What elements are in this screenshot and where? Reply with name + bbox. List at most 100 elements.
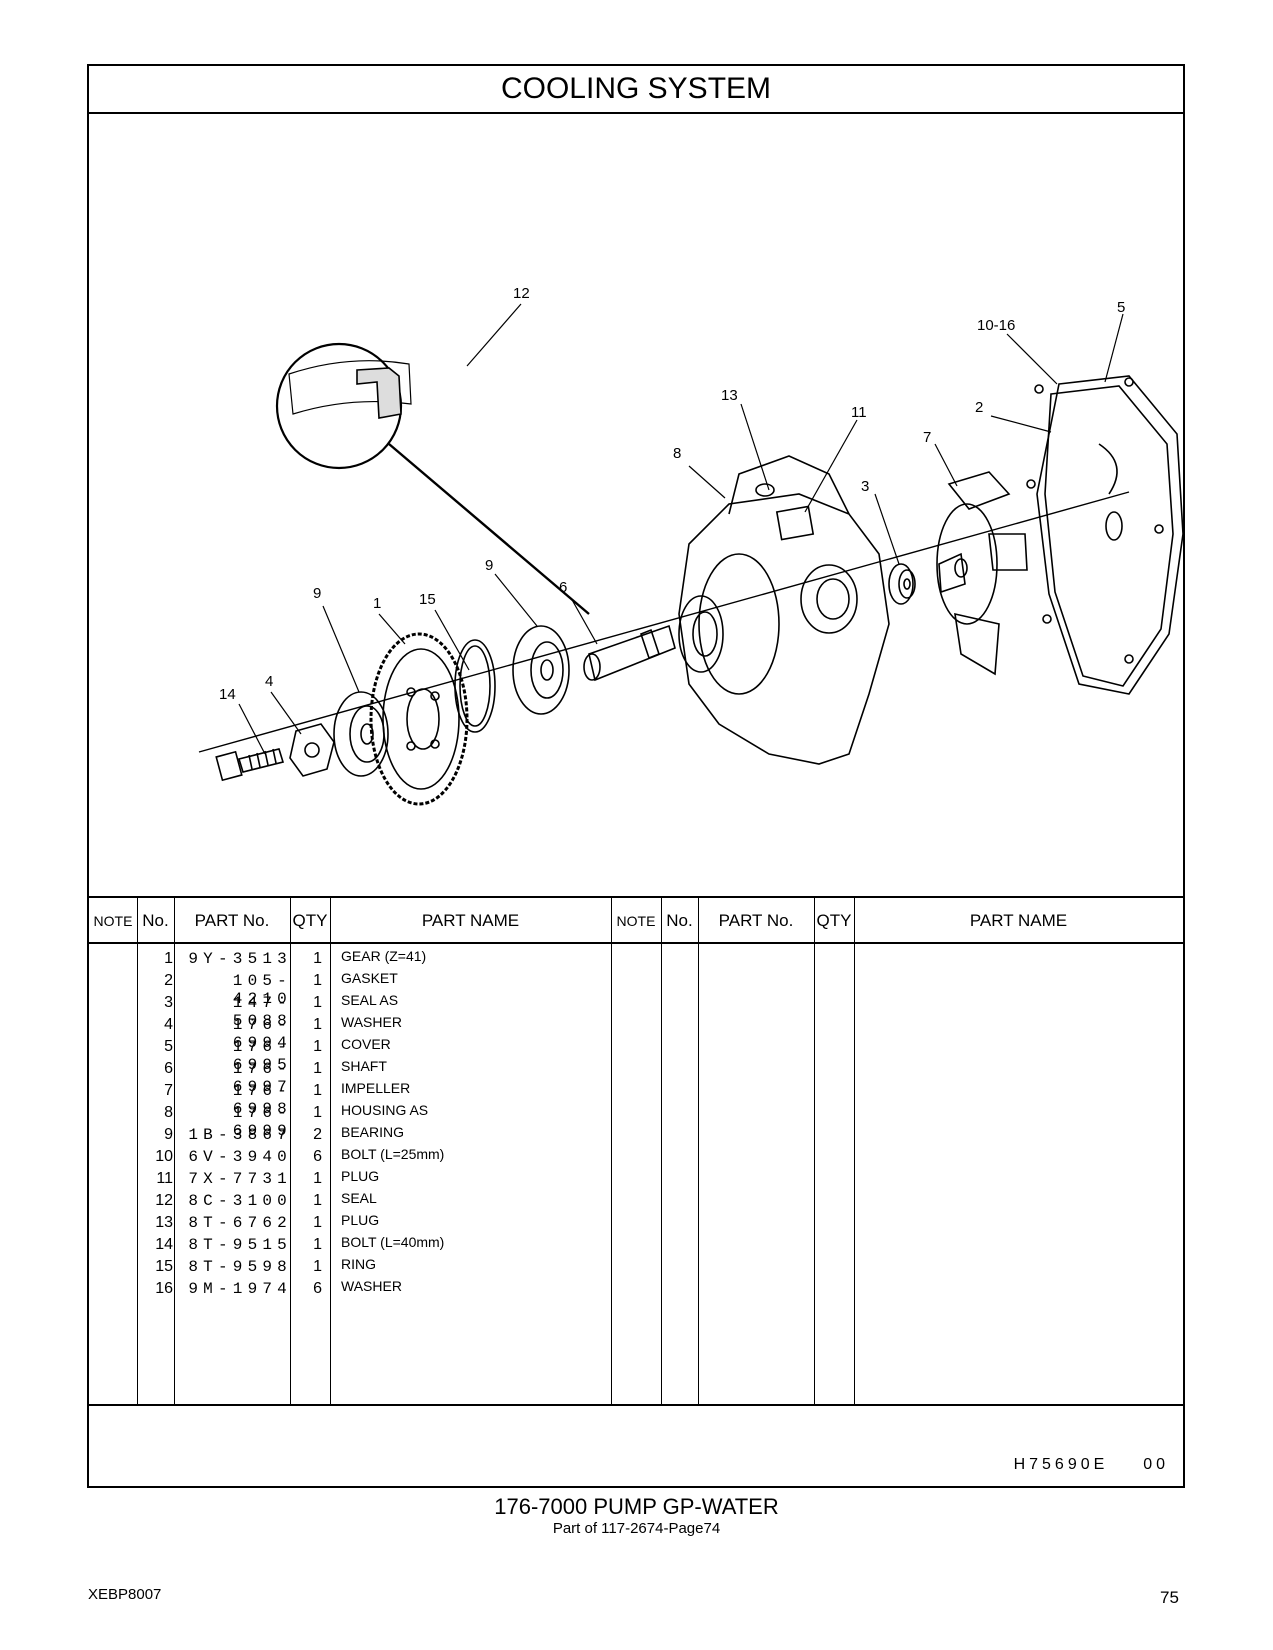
row-no: 9 bbox=[164, 1126, 173, 1143]
detail-leader bbox=[388, 443, 590, 615]
row-part-no: 7X-7731 bbox=[188, 1170, 292, 1188]
header-no-right: No. bbox=[666, 911, 693, 930]
column-divider bbox=[174, 896, 175, 1406]
table-row: 6 176-6997 1 SHAFT bbox=[89, 1058, 1183, 1096]
seal-3 bbox=[888, 563, 914, 605]
header-note-left: NOTE bbox=[93, 913, 133, 929]
callout-9-right: 9 bbox=[485, 557, 493, 574]
table-row: 8 176-6999 1 HOUSING AS bbox=[89, 1102, 1183, 1140]
bearing-9-left bbox=[333, 691, 389, 777]
row-part-name: SHAFT bbox=[341, 1058, 387, 1074]
row-qty: 1 bbox=[313, 1016, 322, 1033]
assembly-caption: 176-7000 PUMP GP-WATER bbox=[494, 1494, 779, 1519]
row-no: 1 bbox=[164, 950, 173, 967]
callout-13: 13 bbox=[721, 387, 738, 404]
page-title: COOLING SYSTEM bbox=[89, 66, 1183, 114]
callout-6: 6 bbox=[559, 579, 567, 596]
callout-12: 12 bbox=[513, 285, 530, 302]
callout-15: 15 bbox=[419, 591, 436, 608]
table-row: 11 7X-7731 1 PLUG bbox=[89, 1168, 1183, 1191]
row-part-name: SEAL AS bbox=[341, 992, 399, 1008]
housing-8 bbox=[678, 493, 890, 765]
row-part-name: IMPELLER bbox=[341, 1080, 411, 1096]
table-row: 1 9Y-3513 1 GEAR (Z=41) bbox=[89, 948, 1183, 971]
column-divider bbox=[137, 896, 138, 1406]
row-part-no: 9Y-3513 bbox=[188, 950, 292, 968]
row-no: 10 bbox=[155, 1148, 173, 1165]
row-no: 12 bbox=[155, 1192, 173, 1209]
row-part-name: BOLT (L=25mm) bbox=[341, 1146, 445, 1162]
callout-8: 8 bbox=[673, 445, 681, 462]
callout-9-left: 9 bbox=[313, 585, 321, 602]
row-part-name: BOLT (L=40mm) bbox=[341, 1234, 445, 1250]
row-part-no: 176-6994 bbox=[232, 1016, 292, 1052]
row-no: 3 bbox=[164, 994, 173, 1011]
header-part-no-right: PART No. bbox=[718, 911, 794, 930]
row-qty: 1 bbox=[313, 1258, 322, 1275]
catalog-frame: COOLING SYSTEM bbox=[87, 64, 1185, 1488]
table-row: 15 8T-9598 1 RING bbox=[89, 1256, 1183, 1279]
column-divider bbox=[854, 896, 855, 1406]
row-qty: 2 bbox=[313, 1126, 322, 1143]
row-part-name: RING bbox=[341, 1256, 376, 1272]
table-row: 4 176-6994 1 WASHER bbox=[89, 1014, 1183, 1052]
row-part-no: 176-6998 bbox=[232, 1082, 292, 1118]
seal-detail-section bbox=[288, 360, 412, 415]
row-part-name: PLUG bbox=[341, 1212, 380, 1228]
exploded-view-drawing: 12 5 10-16 13 2 11 7 8 3 9 9 6 1 15 4 14 bbox=[198, 285, 1183, 806]
table-row: 7 176-6998 1 IMPELLER bbox=[89, 1080, 1183, 1118]
ring-15 bbox=[454, 639, 496, 733]
row-no: 16 bbox=[155, 1280, 173, 1297]
row-part-no: 8T-9598 bbox=[188, 1258, 292, 1276]
row-no: 7 bbox=[164, 1082, 173, 1099]
callout-14: 14 bbox=[219, 686, 236, 703]
row-qty: 1 bbox=[313, 950, 322, 967]
row-no: 13 bbox=[155, 1214, 173, 1231]
column-divider bbox=[290, 896, 291, 1406]
row-part-no: 1B-3867 bbox=[188, 1126, 292, 1144]
row-part-name: PLUG bbox=[341, 1168, 380, 1184]
table-row: 3 147-5088 1 SEAL AS bbox=[89, 992, 1183, 1030]
row-qty: 1 bbox=[313, 1082, 322, 1099]
callout-3: 3 bbox=[861, 478, 869, 495]
column-divider bbox=[661, 896, 662, 1406]
row-part-name: WASHER bbox=[341, 1014, 402, 1030]
row-qty: 6 bbox=[313, 1148, 322, 1165]
row-qty: 1 bbox=[313, 1170, 322, 1187]
header-part-name-right: PART NAME bbox=[969, 911, 1068, 930]
header-qty-left: QTY bbox=[292, 911, 328, 930]
impeller-7 bbox=[936, 503, 998, 625]
row-qty: 1 bbox=[313, 1038, 322, 1055]
row-part-name: BEARING bbox=[341, 1124, 405, 1140]
column-divider bbox=[698, 896, 699, 1406]
gear-1 bbox=[369, 632, 469, 806]
row-qty: 1 bbox=[313, 1214, 322, 1231]
table-row: 14 8T-9515 1 BOLT (L=40mm) bbox=[89, 1234, 1183, 1257]
cover-5 bbox=[1036, 375, 1183, 695]
document-id: XEBP8007 bbox=[88, 1586, 162, 1603]
row-part-no: 8T-6762 bbox=[188, 1214, 292, 1232]
axis-line bbox=[198, 491, 1130, 753]
row-qty: 1 bbox=[313, 1192, 322, 1209]
row-part-no: 105-4210 bbox=[232, 972, 292, 1008]
column-divider bbox=[611, 896, 612, 1406]
table-row: 16 9M-1974 6 WASHER bbox=[89, 1278, 1183, 1301]
row-part-name: SEAL bbox=[341, 1190, 377, 1206]
parts-table-header: NOTE No. PART No. QTY PART NAME NOTE No.… bbox=[89, 896, 1183, 944]
row-part-name: GEAR (Z=41) bbox=[341, 948, 427, 964]
parts-table-body: 1 9Y-3513 1 GEAR (Z=41) 2 105-4210 1 GAS… bbox=[89, 944, 1183, 1406]
bearing-9-right bbox=[512, 625, 570, 715]
table-row: 10 6V-3940 6 BOLT (L=25mm) bbox=[89, 1146, 1183, 1169]
row-part-no: 6V-3940 bbox=[188, 1148, 292, 1166]
row-part-name: GASKET bbox=[341, 970, 398, 986]
row-qty: 1 bbox=[313, 1104, 322, 1121]
column-divider bbox=[814, 896, 815, 1406]
nut-4 bbox=[289, 723, 335, 777]
header-note-right: NOTE bbox=[616, 913, 656, 929]
row-qty: 1 bbox=[313, 972, 322, 989]
leader-lines bbox=[238, 303, 1124, 755]
row-no: 14 bbox=[155, 1236, 173, 1253]
row-qty: 1 bbox=[313, 1236, 322, 1253]
callout-5: 5 bbox=[1117, 299, 1125, 316]
row-part-no: 176-6999 bbox=[232, 1104, 292, 1140]
